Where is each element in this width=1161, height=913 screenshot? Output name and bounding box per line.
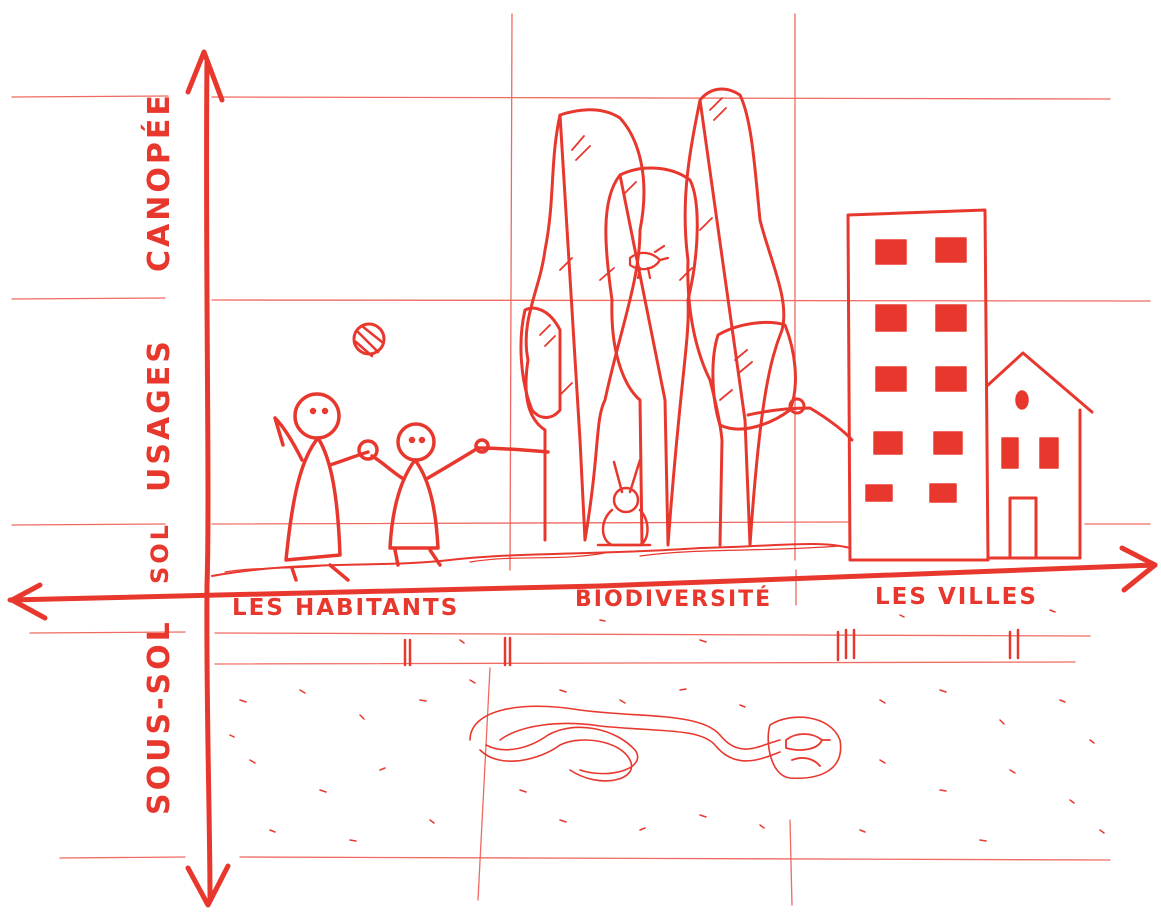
house-windows <box>1001 390 1059 469</box>
building-windows <box>865 237 967 503</box>
axis-label-les-habitants: LES HABITANTS <box>232 595 460 621</box>
rabbit-icon <box>596 458 652 547</box>
axis-label-canopee: CANOPÉE <box>142 92 177 272</box>
ball-icon <box>352 322 386 358</box>
axis-label-sous-sol: SOUS-SOL <box>142 619 177 815</box>
axes <box>7 49 1158 908</box>
child-icon <box>370 422 550 567</box>
tree-icon <box>519 87 854 547</box>
axis-label-les-villes: LES VILLES <box>875 584 1038 610</box>
child-icon <box>273 392 379 582</box>
axis-label-sol: SOL <box>146 522 174 584</box>
soil-speckles <box>229 609 1105 842</box>
grid-lines <box>11 13 1151 906</box>
pipe-icon <box>403 628 1020 667</box>
ground-line <box>211 542 851 577</box>
building-icon <box>846 208 990 562</box>
mole-icon <box>785 733 831 767</box>
bird-icon <box>628 244 670 280</box>
house-icon <box>986 351 1094 560</box>
ground-texture <box>224 545 841 573</box>
axis-label-biodiversite: BIODIVERSITÉ <box>575 587 773 612</box>
burrow-icon <box>469 705 842 782</box>
axis-label-usages: USAGES <box>142 338 177 492</box>
tree-hatching <box>539 97 753 401</box>
